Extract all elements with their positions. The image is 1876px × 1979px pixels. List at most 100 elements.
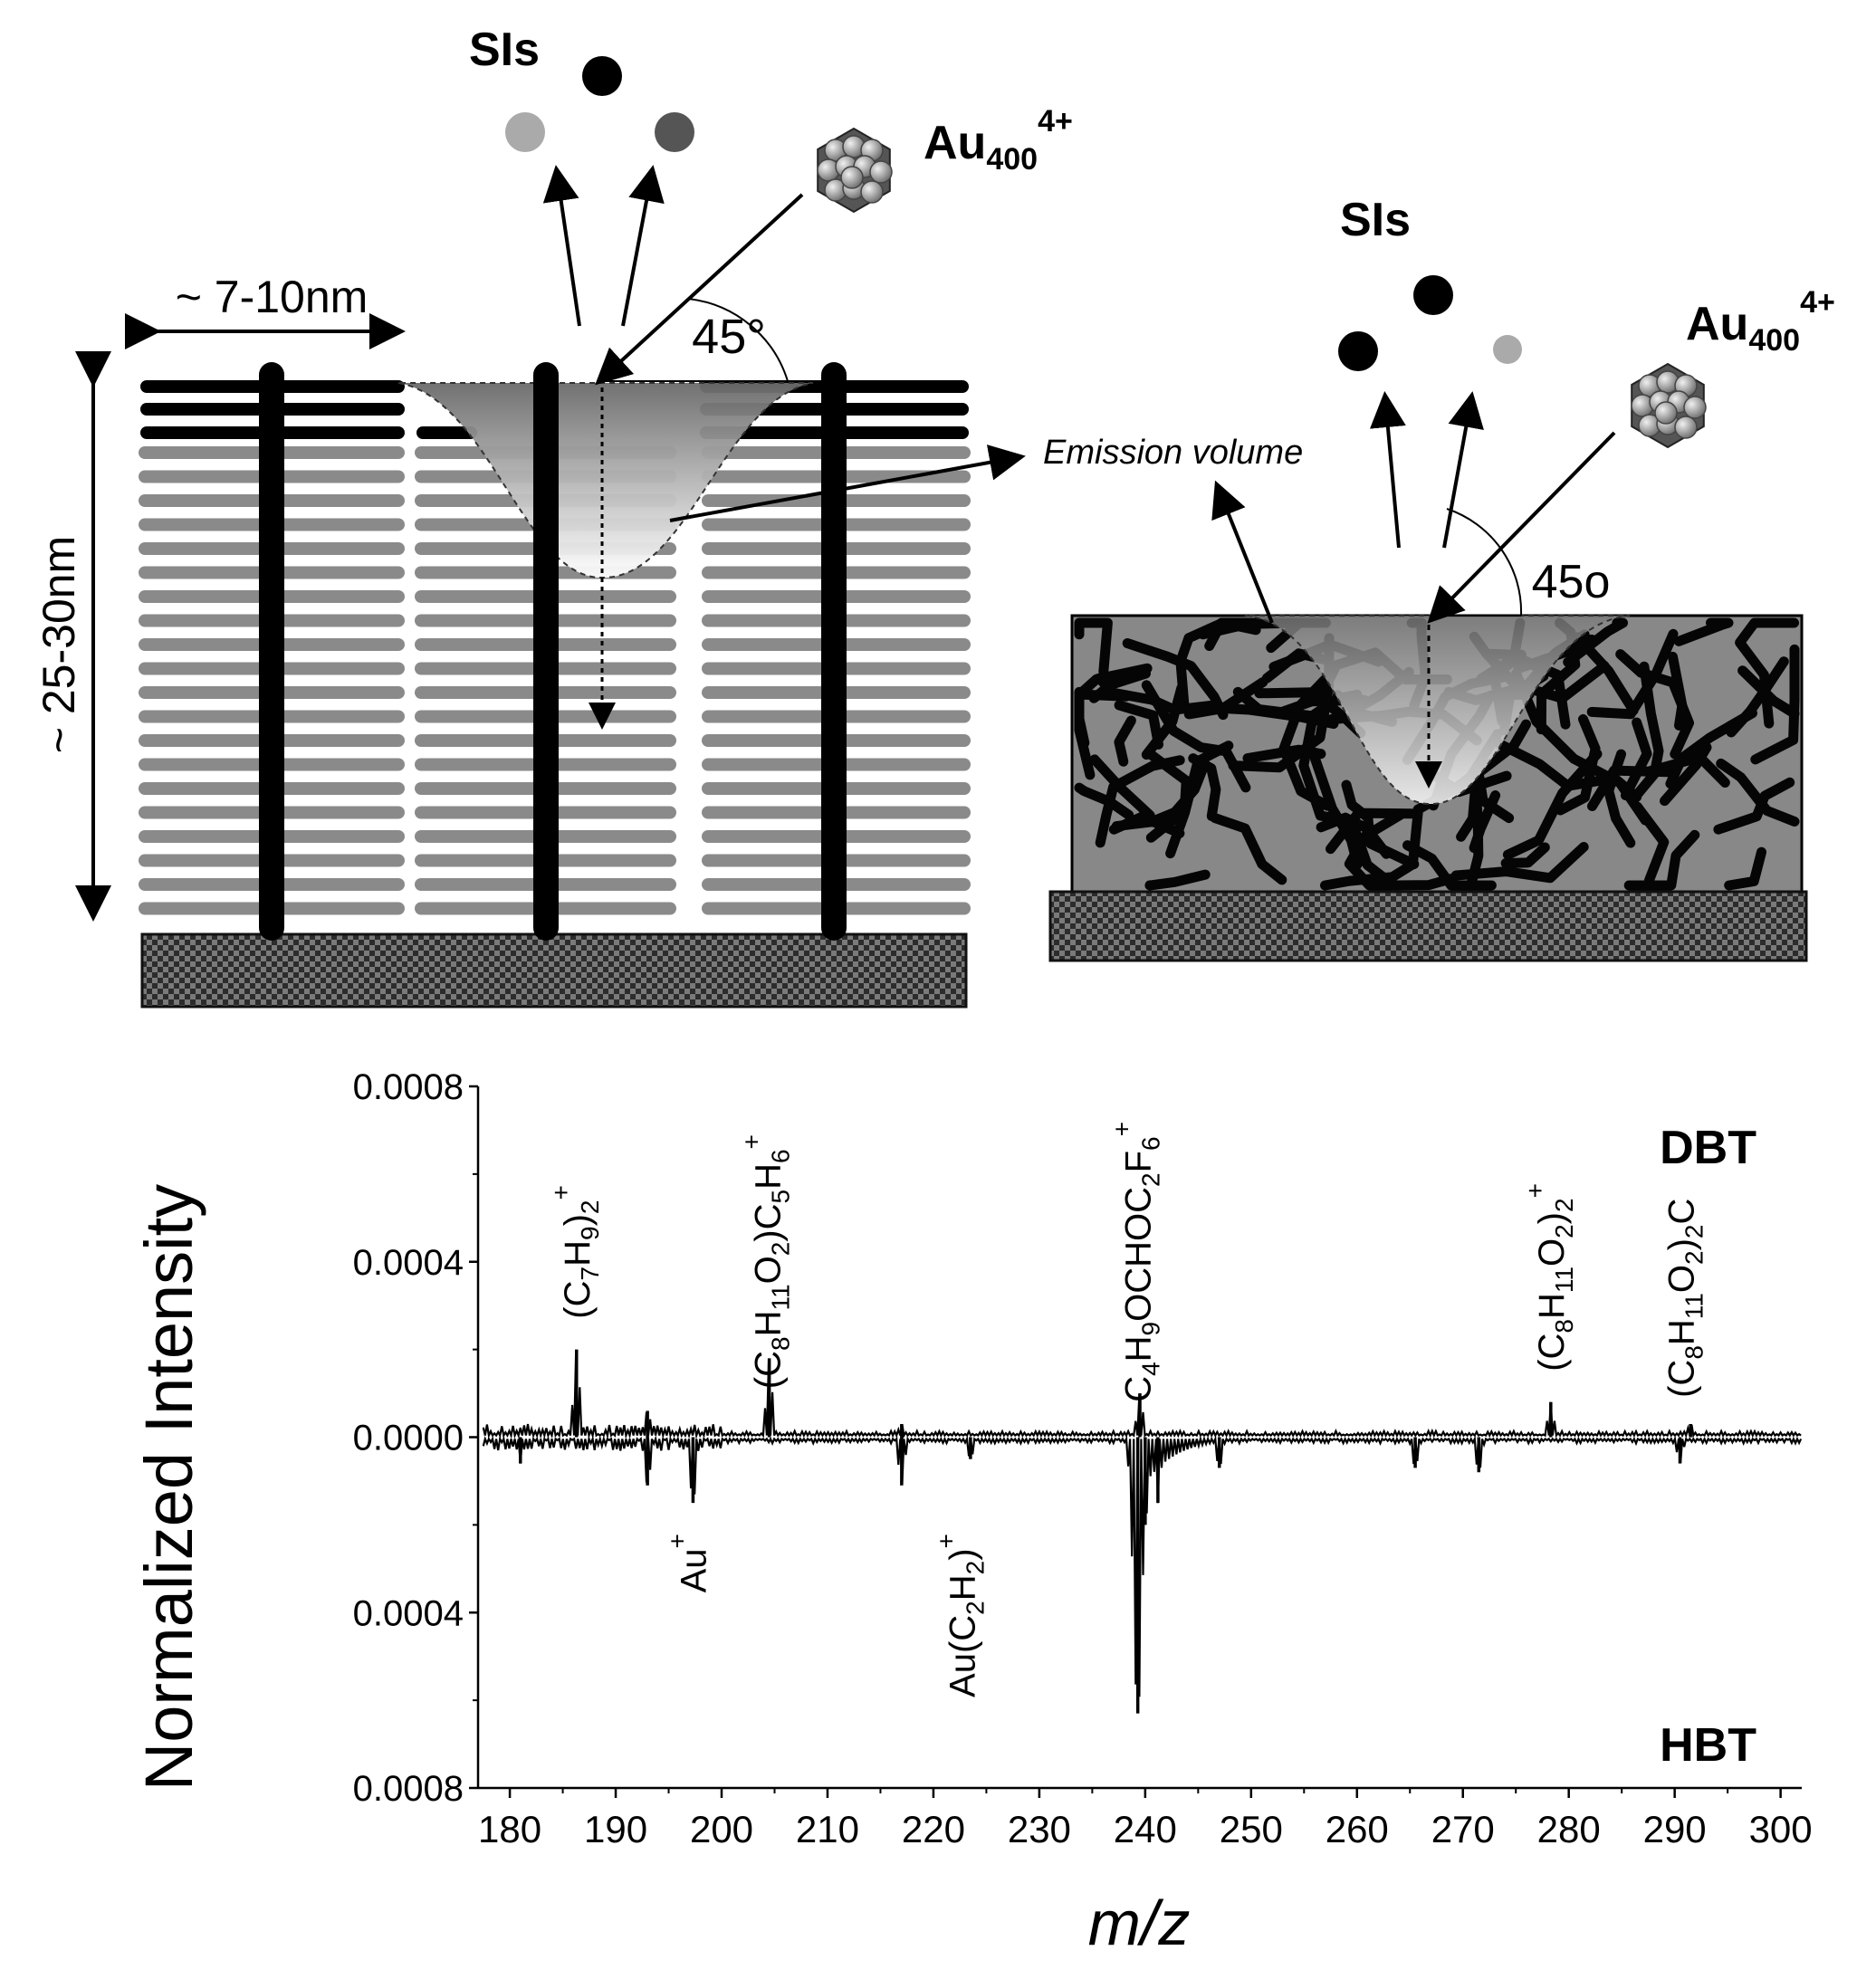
chart-x-tick-label: 290 <box>1643 1808 1707 1850</box>
polymer-chain <box>1502 749 1603 860</box>
polymer-chain <box>1074 617 1113 677</box>
polymer-chain <box>1108 811 1185 838</box>
polymer-chain <box>1144 869 1211 891</box>
cluster-atom <box>840 166 864 189</box>
polymer-chain <box>1074 782 1134 820</box>
polymer-chain <box>1450 842 1589 884</box>
right-secondary-ion-grey <box>1493 335 1522 364</box>
left-secondary-ion-grey <box>505 112 545 152</box>
peak-annotation: Au+ <box>663 1534 713 1592</box>
right-emission-pointer <box>1211 480 1274 624</box>
polymer-chain <box>1500 842 1550 868</box>
polymer-chain <box>1320 806 1423 891</box>
left-angle-arc <box>687 298 789 382</box>
series-dbt-line <box>482 1351 1802 1439</box>
chart-y-tick-label: 0.0008 <box>353 1769 464 1809</box>
chart-y-tick-label: 0.0000 <box>353 1419 464 1458</box>
chart-x-tick-label: 240 <box>1114 1808 1177 1850</box>
polymer-chain <box>1242 744 1326 763</box>
peak-annotation: (C7H9)2+ <box>547 1185 604 1319</box>
peak-annotation: C4H9OCHOC2F6+ <box>1108 1122 1165 1402</box>
chart-y-tick-label: 0.0004 <box>353 1243 464 1283</box>
chart-x-tick-label: 260 <box>1326 1808 1389 1850</box>
polymer-chain <box>1326 808 1417 855</box>
right-projectile-label: Au4004+ <box>1686 285 1835 358</box>
left-substrate <box>140 932 968 1009</box>
polymer-chain <box>1632 661 1664 798</box>
polymer-chain <box>1210 813 1287 885</box>
right-substrate <box>1048 890 1808 962</box>
peak-annotation: (C8H11O2)C5H6+ <box>737 1134 794 1389</box>
chart-x-tick-label: 270 <box>1431 1808 1495 1850</box>
left-projectile-trajectory <box>595 193 804 386</box>
chart-peak-annotations: (C7H9)2+ (C8H11O2)C5H6+ C4H9OCHOC2F6+ (C8H1… <box>547 1122 1708 1697</box>
mass-spectrum-chart: 0.0008 0.0004 0.0000 0.0004 0.0008 180 190 200 2… <box>131 1067 1813 1958</box>
polymer-chain <box>1402 840 1497 891</box>
left-vertical-rods <box>259 362 847 941</box>
cluster-atom <box>1674 416 1698 439</box>
chart-x-tick-label: 230 <box>1008 1808 1071 1850</box>
polymer-chain <box>1555 713 1601 816</box>
chart-x-tick-label: 190 <box>584 1808 647 1850</box>
polymer-chain <box>1726 656 1789 738</box>
right-angle-arc <box>1446 508 1523 617</box>
polymer-chain <box>1750 644 1800 765</box>
polymer-chain <box>1620 717 1652 800</box>
polymer-chain <box>1716 758 1800 827</box>
right-secondary-ion-black-1 <box>1338 331 1378 371</box>
polymer-chain <box>1603 749 1636 848</box>
polymer-chain <box>1122 638 1229 721</box>
chart-x-tick-label: 250 <box>1220 1808 1283 1850</box>
cluster-atom <box>869 160 893 184</box>
polymer-chain <box>1563 617 1628 667</box>
left-angle-label: 45° <box>692 310 766 364</box>
right-emission-cone <box>1244 615 1631 806</box>
chart-top-series-label: DBT <box>1660 1122 1756 1174</box>
right-gold-cluster-icon <box>1631 362 1707 449</box>
polymer-chain <box>1344 809 1407 891</box>
polymer-chain <box>1645 751 1730 788</box>
left-projectile-label: Au4004+ <box>924 104 1073 177</box>
left-sputter-arrow-2 <box>621 165 665 327</box>
left-height-label: ~ 25-30nm <box>34 536 84 753</box>
polymer-chain <box>1348 822 1457 891</box>
chart-x-tick-label: 220 <box>902 1808 965 1850</box>
left-secondary-ion-black <box>582 56 622 96</box>
chart-bottom-series-label: HBT <box>1660 1719 1756 1772</box>
left-panel-ordered-film: ~ 7-10nm ~ 25-30nm 45° SIs Au4004+ <box>34 24 1073 1009</box>
right-angle-label: 45o <box>1532 556 1611 608</box>
cluster-atom <box>1683 396 1707 419</box>
chart-xlabel: m/z <box>1088 1888 1191 1958</box>
polymer-chain <box>1668 651 1688 731</box>
cluster-atom <box>1654 401 1678 425</box>
chart-x-tick-label: 200 <box>690 1808 753 1850</box>
polymer-chain <box>1623 829 1700 891</box>
emission-volume-label: Emission volume <box>1043 434 1303 472</box>
left-sputter-arrow-1 <box>542 165 581 327</box>
chart-y-tick-label: 0.0004 <box>353 1593 464 1633</box>
right-sis-label: SIs <box>1340 194 1411 246</box>
right-secondary-ion-black-2 <box>1413 275 1453 315</box>
right-projectile-trajectory <box>1427 431 1616 624</box>
right-sputter-arrow-1 <box>1369 391 1406 549</box>
chart-x-tick-label: 180 <box>478 1808 541 1850</box>
polymer-chain <box>1175 617 1261 712</box>
chart-ylabel: Normalized Intensity <box>131 1184 206 1791</box>
polymer-chain <box>1114 700 1163 750</box>
left-gold-cluster-icon <box>817 127 893 214</box>
chart-series <box>482 1349 1803 1714</box>
left-sis-label: SIs <box>469 24 540 76</box>
polymer-chain <box>1713 777 1795 835</box>
peak-annotation: (C8H11O2)2C <box>1662 1199 1708 1398</box>
emission-volume-arrow <box>669 445 1026 522</box>
chart-x-tick-label: 280 <box>1537 1808 1601 1850</box>
right-sputter-arrow-2 <box>1442 391 1484 549</box>
chart-y-tick-label: 0.0008 <box>353 1067 464 1107</box>
polymer-chain <box>1737 665 1800 719</box>
chart-axes: 0.0008 0.0004 0.0000 0.0004 0.0008 180 190 200 2… <box>353 1067 1813 1850</box>
cluster-atom <box>860 180 884 204</box>
chart-x-tick-label: 210 <box>796 1808 859 1850</box>
left-width-label: ~ 7-10nm <box>176 272 368 322</box>
polymer-chain <box>1188 753 1221 821</box>
